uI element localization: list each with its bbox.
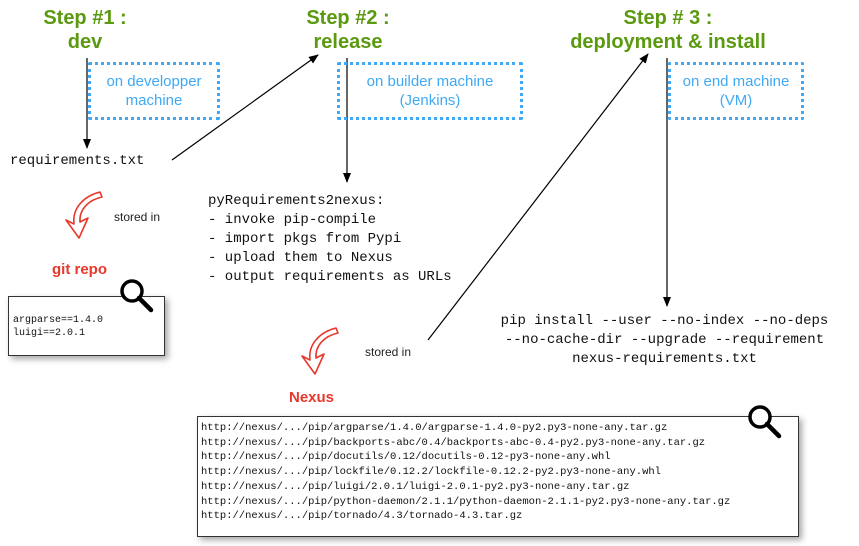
nexus-panel: http://nexus/.../pip/argparse/1.4.0/argp… xyxy=(197,416,799,537)
step-3-header: Step # 3 : deployment & install xyxy=(540,6,796,54)
nexus-url-line: http://nexus/.../pip/docutils/0.12/docut… xyxy=(201,451,611,464)
requirements-file-label: requirements.txt xyxy=(10,153,145,169)
step-1-subtitle: dev xyxy=(67,31,103,53)
end-machine-line1: on end machine xyxy=(682,73,790,90)
py-tool-item: - upload them to Nexus xyxy=(208,250,393,266)
nexus-label: Nexus xyxy=(289,389,335,406)
curved-arrow-icon xyxy=(65,191,103,239)
step-2-subtitle: release xyxy=(313,31,383,53)
builder-machine-box: on builder machine (Jenkins) xyxy=(337,62,523,120)
nexus-url-line: http://nexus/.../pip/python-daemon/2.1.1… xyxy=(201,495,731,508)
pip-command-line1: pip install --user --no-index --no-deps xyxy=(500,313,829,329)
end-machine-box: on end machine (VM) xyxy=(668,62,804,120)
nexus-url-line: http://nexus/.../pip/argparse/1.4.0/argp… xyxy=(201,422,668,434)
step-1-header: Step #1 : dev xyxy=(20,6,150,54)
nexus-url-line: http://nexus/.../pip/backports-abc/0.4/b… xyxy=(201,436,706,449)
nexus-url-line: http://nexus/.../pip/tornado/4.3/tornado… xyxy=(201,510,523,523)
nexus-url-line: http://nexus/.../pip/luigi/2.0.1/luigi-2… xyxy=(201,480,630,493)
git-repo-panel: argparse==1.4.0 luigi==2.0.1 xyxy=(8,296,165,356)
py-tool-block: pyRequirements2nexus: - invoke pip-compi… xyxy=(208,192,452,287)
step-1-title: Step #1 : xyxy=(43,7,127,29)
dev-machine-box: on developper machine xyxy=(88,62,220,120)
curved-arrow-icon xyxy=(301,327,339,375)
end-machine-line2: (VM) xyxy=(719,92,753,109)
step-3-subtitle: deployment & install xyxy=(570,31,766,53)
arrow-to-release xyxy=(171,54,319,161)
dev-machine-line1: on developper xyxy=(106,73,202,90)
git-repo-line: argparse==1.4.0 xyxy=(13,315,104,326)
step-2-title: Step #2 : xyxy=(306,7,390,29)
builder-machine-line2: (Jenkins) xyxy=(399,92,461,109)
py-tool-item: - output requirements as URLs xyxy=(208,269,452,285)
step-3-title: Step # 3 : xyxy=(623,7,713,29)
dev-machine-line2: machine xyxy=(125,92,183,109)
pip-command-block: pip install --user --no-index --no-deps … xyxy=(470,312,859,369)
git-repo-line: luigi==2.0.1 xyxy=(13,328,86,339)
arrow-to-deploy xyxy=(427,53,649,341)
py-tool-item: - import pkgs from Pypi xyxy=(208,231,402,247)
step-2-header: Step #2 : release xyxy=(280,6,416,54)
stored-in-label-nexus: stored in xyxy=(365,345,412,359)
py-tool-item: - invoke pip-compile xyxy=(208,212,377,228)
git-repo-label: git repo xyxy=(52,261,107,278)
pip-command-line2: --no-cache-dir --upgrade --requirement xyxy=(504,332,825,348)
pip-command-line3: nexus-requirements.txt xyxy=(572,351,757,367)
nexus-url-line: http://nexus/.../pip/lockfile/0.12.2/loc… xyxy=(201,466,661,479)
builder-machine-line1: on builder machine xyxy=(366,73,494,90)
stored-in-label-git: stored in xyxy=(114,210,161,224)
py-tool-title: pyRequirements2nexus: xyxy=(208,193,385,209)
